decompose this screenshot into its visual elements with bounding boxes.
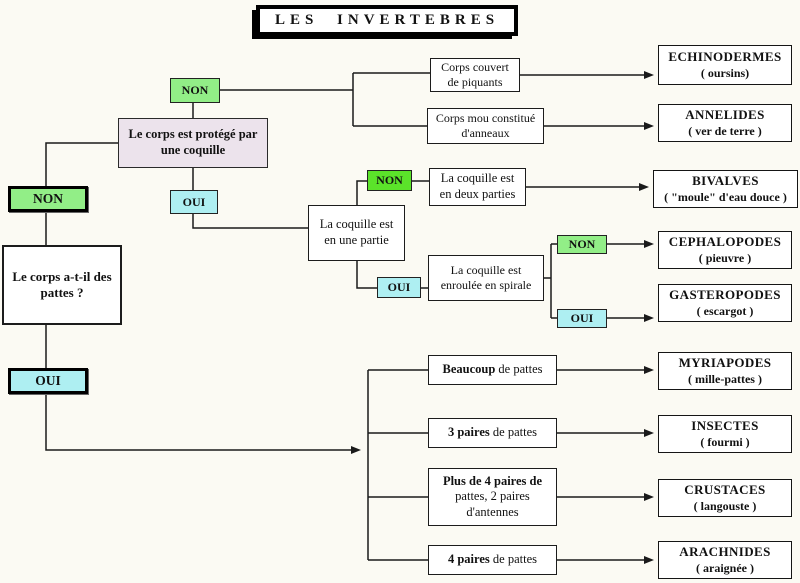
result-annelides: ANNELIDES ( ver de terre ) [658,104,792,142]
result-name: INSECTES [691,417,759,433]
condition-shell-two-parts-box: La coquille est en deux parties [429,168,526,206]
legs-three-pairs-box: 3 paires de pattes [428,418,557,448]
condition-shell-one-part-box: La coquille est en une partie [308,205,405,261]
result-common-name: ( langouste ) [693,498,757,513]
condition-rings-box: Corps mou constitué d'anneaux [427,108,544,144]
result-cephalopodes: CEPHALOPODES ( pieuvre ) [658,231,792,269]
result-crustaces: CRUSTACES ( langouste ) [658,479,792,517]
root-question-box: Le corps a-t-il des pattes ? [2,245,122,325]
result-common-name: ( ver de terre ) [688,123,762,138]
decision-oui-gastropod: OUI [557,309,607,328]
result-myriapodes: MYRIAPODES ( mille-pattes ) [658,352,792,390]
decision-non-two-parts: NON [367,170,412,191]
result-common-name: ( escargot ) [696,303,754,318]
diagram-title: LES INVERTEBRES [256,5,518,36]
legs-more-four-pairs-box: Plus de 4 paires de pattes, 2 paires d'a… [428,468,557,526]
result-name: ANNELIDES [685,106,765,122]
result-name: MYRIAPODES [678,354,772,370]
result-name: ECHINODERMES [668,48,782,64]
decision-oui-shell: OUI [170,190,218,214]
result-common-name: ( oursins) [700,65,750,80]
result-echinodermes: ECHINODERMES ( oursins) [658,45,792,85]
result-insectes: INSECTES ( fourmi ) [658,415,792,453]
result-gasteropodes: GASTEROPODES ( escargot ) [658,284,792,322]
result-name: GASTEROPODES [669,286,781,302]
decision-non-main: NON [8,186,88,212]
result-arachnides: ARACHNIDES ( araignée ) [658,541,792,579]
result-common-name: ( mille-pattes ) [688,371,762,386]
legs-four-pairs-box: 4 paires de pattes [428,545,557,575]
result-name: CRUSTACES [684,481,766,497]
result-name: CEPHALOPODES [668,233,782,249]
result-name: BIVALVES [692,172,759,188]
result-common-name: ( pieuvre ) [698,250,752,265]
condition-spines-box: Corps couvert de piquants [430,58,520,92]
result-common-name: ( araignée ) [696,560,754,575]
legs-many-box: Beaucoup de pattes [428,355,557,385]
condition-shell-spiral-box: La coquille est enroulée en spirale [428,255,544,301]
result-common-name: ( fourmi ) [700,434,750,449]
shell-question-box: Le corps est protégé par une coquille [118,118,268,168]
decision-non-cephalopod: NON [557,235,607,254]
decision-oui-main: OUI [8,368,88,394]
result-name: ARACHNIDES [679,543,771,559]
decision-oui-spiral: OUI [377,277,421,298]
result-common-name: ( "moule" d'eau douce ) [664,189,787,204]
decision-non-shell: NON [170,78,220,103]
result-bivalves: BIVALVES ( "moule" d'eau douce ) [653,170,798,208]
